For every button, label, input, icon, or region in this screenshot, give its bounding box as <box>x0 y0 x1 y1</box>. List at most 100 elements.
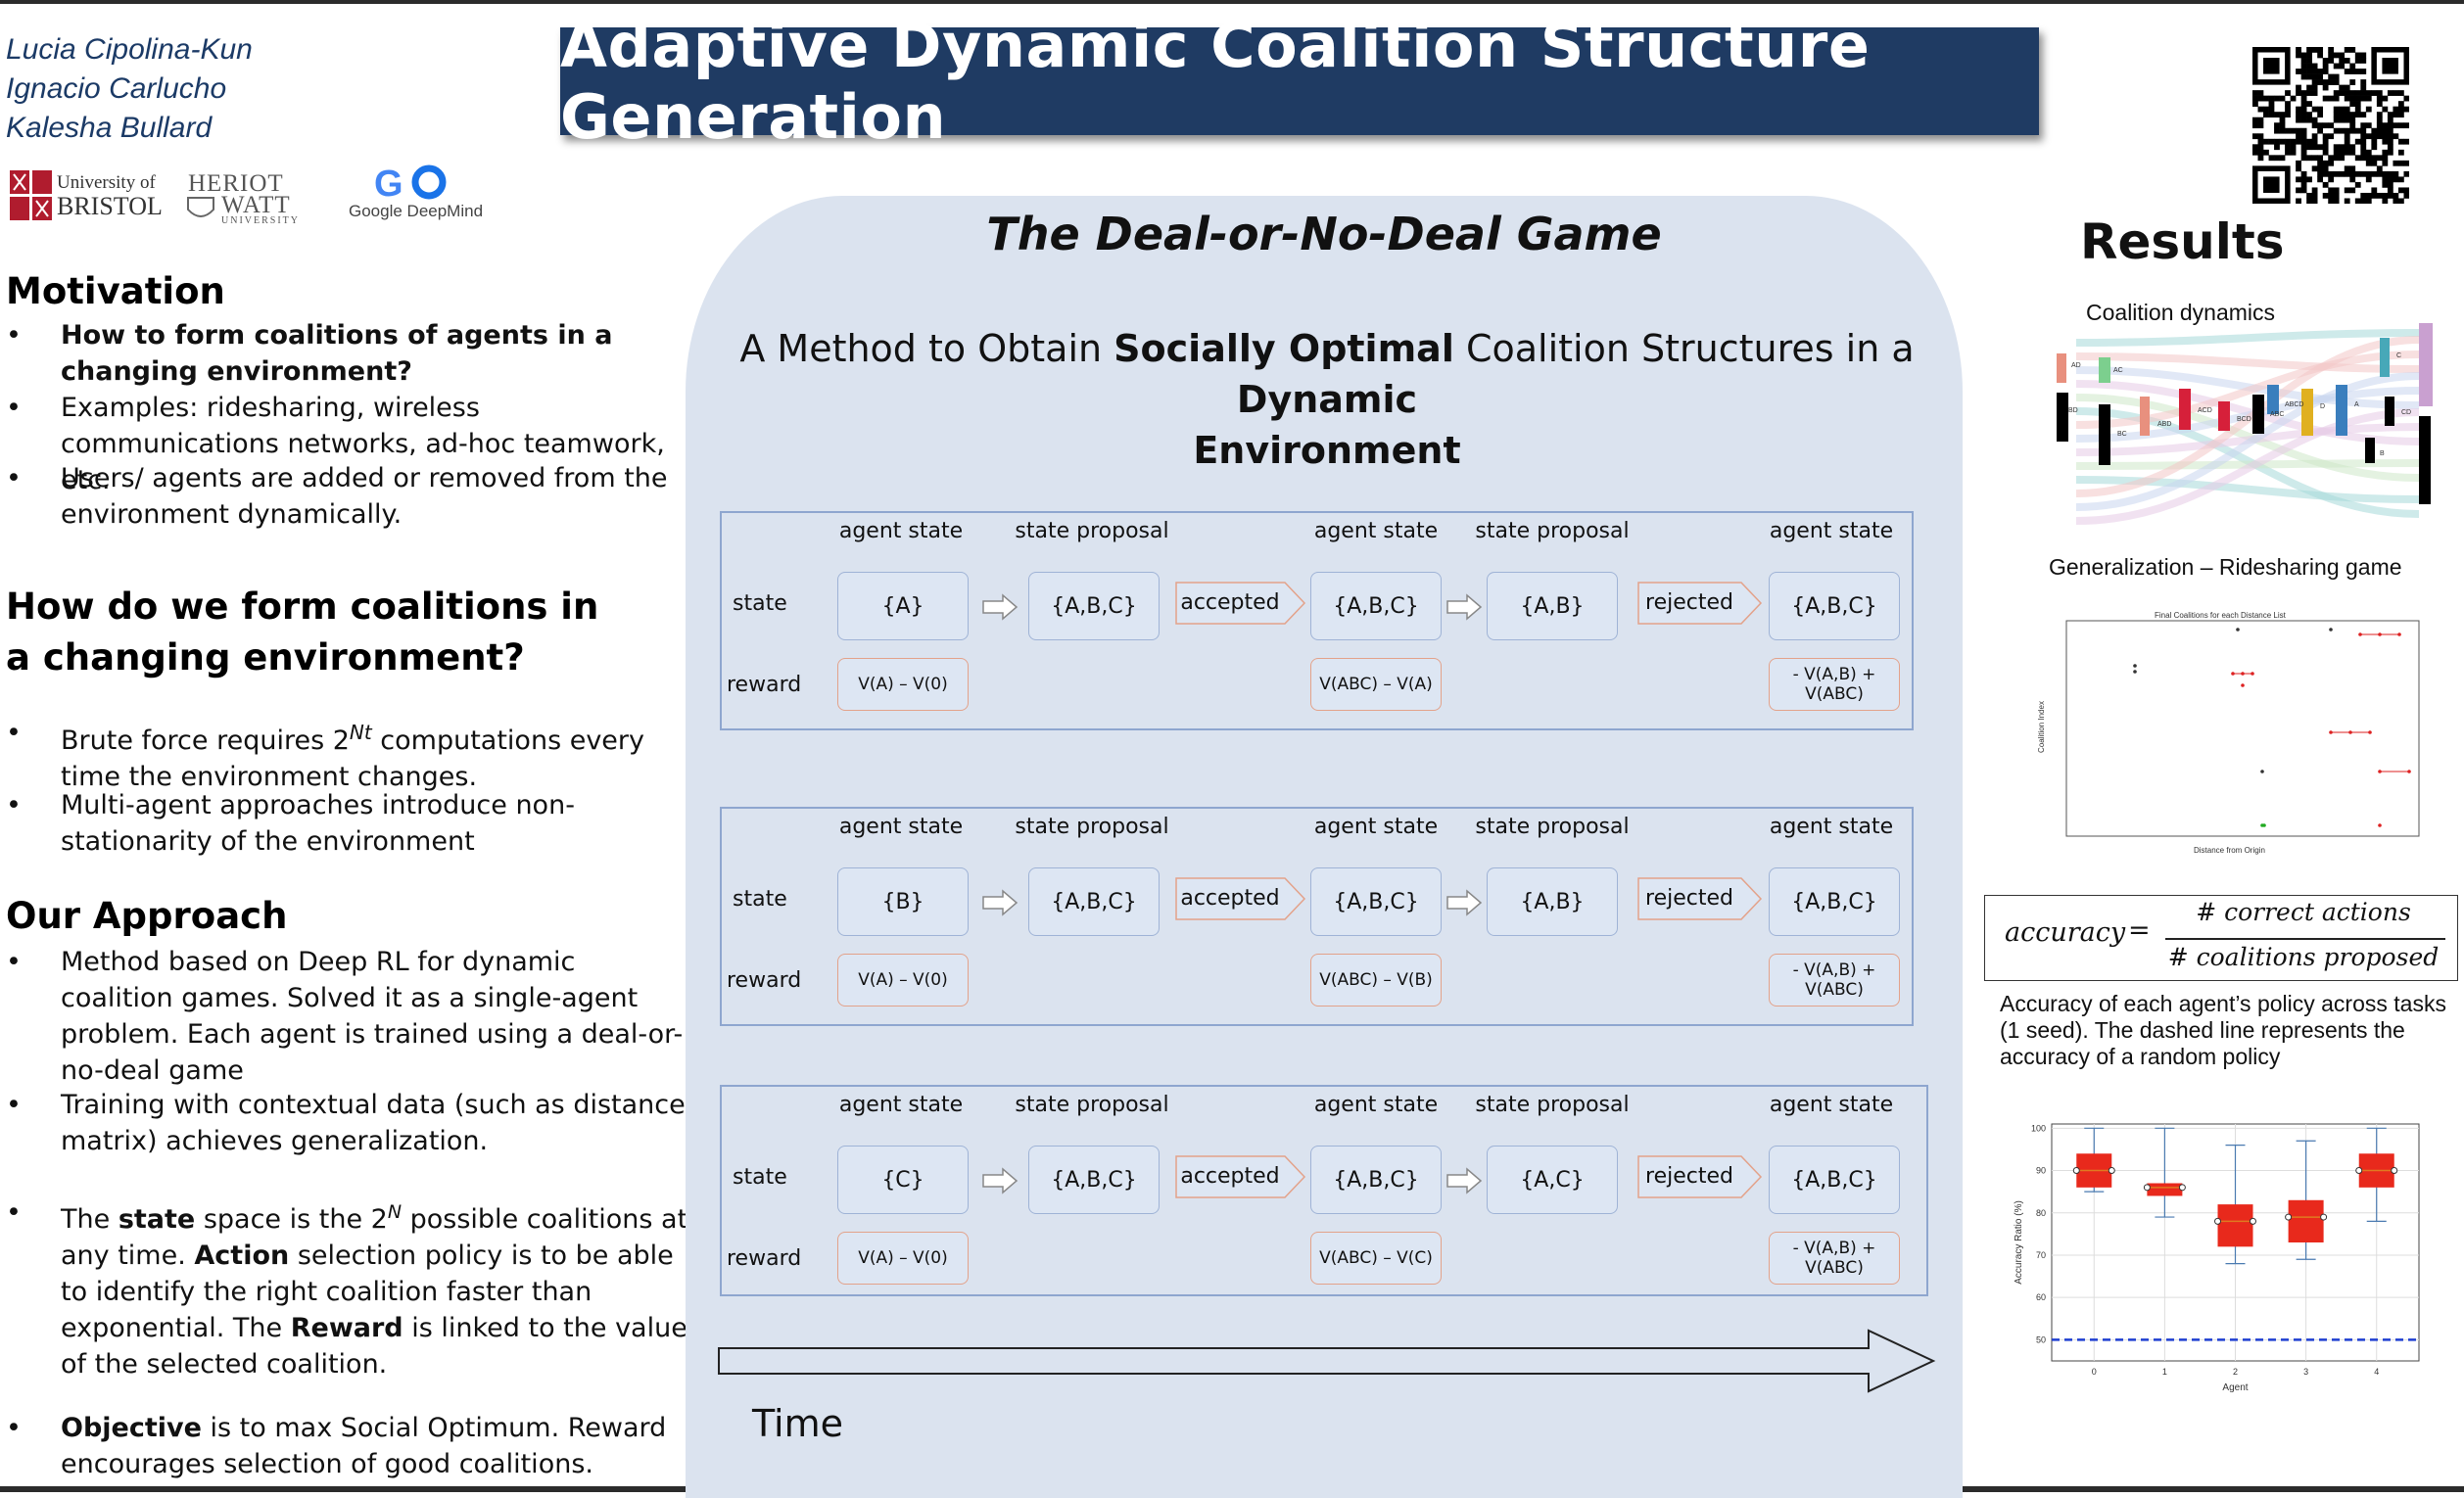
scatter-point <box>2329 628 2333 632</box>
game-heading: The Deal-or-No-Deal Game <box>986 208 1662 260</box>
sankey-label: A <box>2354 401 2359 408</box>
state-box: {A,B,C} <box>1310 867 1442 936</box>
time-label: Time <box>752 1402 843 1445</box>
state-box: {A,B} <box>1487 572 1618 640</box>
motivation-heading: Motivation <box>6 270 225 312</box>
approach-bullet-2: •Training with contextual data (such as … <box>6 1090 686 1156</box>
reward-box: V(ABC) – V(A) <box>1310 658 1442 711</box>
reward-box: V(A) – V(0) <box>837 1232 969 1285</box>
author-2: Ignacio Carlucho <box>6 72 227 105</box>
time-arrow <box>718 1329 1936 1393</box>
state-box: {A,B} <box>1487 867 1618 936</box>
col-label: agent state <box>1769 1093 1894 1117</box>
sankey-label: BCD <box>2237 416 2251 423</box>
col-label: state proposal <box>1015 519 1169 543</box>
approach-bullet-3: •The state space is the 2N possible coal… <box>6 1197 688 1380</box>
mean-marker <box>2250 1217 2256 1225</box>
sankey-label: BC <box>2117 431 2127 438</box>
bristol-logo: University of BRISTOL <box>10 168 163 223</box>
y-tick-label: 90 <box>2036 1166 2046 1176</box>
mean-marker <box>2214 1217 2221 1225</box>
mean-marker <box>2320 1213 2328 1221</box>
row-label-reward: reward <box>727 1246 802 1271</box>
col-label: agent state <box>838 815 964 839</box>
heriot-watt-logo: HERIOT WATT UNIVERSITY <box>187 170 300 226</box>
row-label-state: state <box>733 887 787 912</box>
reward-box: V(A) – V(0) <box>837 658 969 711</box>
sankey-label: C <box>2396 352 2401 359</box>
svg-text:G: G <box>374 164 403 202</box>
motivation-bullet-2: •Examples: ridesharing, wireless communi… <box>6 393 665 495</box>
sankey-label: B <box>2380 450 2385 457</box>
state-box: {A,B,C} <box>1028 1146 1160 1214</box>
mean-marker <box>2178 1184 2186 1192</box>
mean-marker <box>2108 1167 2115 1175</box>
qr-code[interactable] <box>2252 47 2410 205</box>
x-tick-label: 0 <box>2092 1367 2097 1377</box>
state-box: {A,B,C} <box>1028 572 1160 640</box>
rejected-tag: rejected <box>1637 877 1763 920</box>
scatter-point <box>2133 670 2137 674</box>
state-box: {A,B,C} <box>1028 867 1160 936</box>
mean-marker <box>2072 1167 2080 1175</box>
transition-arrow-icon <box>982 593 1019 621</box>
rejected-tag: rejected <box>1637 1155 1763 1198</box>
col-label: agent state <box>1313 1093 1439 1117</box>
sankey-label: AC <box>2113 367 2123 374</box>
reward-box: - V(A,B) + V(ABC) <box>1769 954 1900 1006</box>
box-agent-2 <box>2217 1204 2253 1247</box>
sankey-label: ACD <box>2198 407 2212 414</box>
mean-marker <box>2391 1167 2398 1175</box>
scatter-point <box>2262 823 2266 827</box>
transition-arrow-icon <box>1446 1167 1483 1194</box>
box-agent-3 <box>2288 1199 2324 1242</box>
accuracy-formula: accuracy = # correct actions # coalition… <box>1984 895 2458 981</box>
mean-marker <box>2143 1184 2151 1192</box>
row-label-state: state <box>733 1165 787 1190</box>
reward-box: V(ABC) – V(B) <box>1310 954 1442 1006</box>
row-label-reward: reward <box>727 968 802 993</box>
transition-arrow-icon <box>982 1167 1019 1194</box>
poster-title: Adaptive Dynamic Coalition Structure Gen… <box>560 10 1871 153</box>
state-box: {A,B,C} <box>1769 867 1900 936</box>
transition-arrow-icon <box>1446 889 1483 916</box>
state-box: {B} <box>837 867 969 936</box>
results-heading: Results <box>2080 213 2285 270</box>
motivation-bullet-1: •How to form coalitions of agents in a c… <box>6 320 613 387</box>
mean-marker <box>2355 1167 2363 1175</box>
sankey-label: CD <box>2401 409 2411 416</box>
state-box: {C} <box>837 1146 969 1214</box>
approach-bullet-1: • Method based on Deep RL for dynamic co… <box>6 947 684 1086</box>
sankey-diagram: ADACBDBCABDACDBCDABCABCDDABCCDAB <box>2057 323 2439 525</box>
y-axis-label: Accuracy Ratio (%) <box>2014 1200 2024 1285</box>
game-subtitle: A Method to Obtain Socially Optimal Coal… <box>739 327 1915 472</box>
y-tick-label: 80 <box>2036 1208 2046 1218</box>
x-tick-label: 4 <box>2374 1367 2379 1377</box>
sankey-title: Coalition dynamics <box>2086 300 2276 325</box>
how-bullet-2: •Multi-agent approaches introduce non-st… <box>6 790 575 857</box>
accuracy-caption: Accuracy of each agent’s policy across t… <box>2000 991 2446 1069</box>
x-tick-label: 2 <box>2233 1367 2238 1377</box>
sankey-label: AB <box>2438 323 2439 325</box>
state-box: {A,B,C} <box>1310 1146 1442 1214</box>
state-box: {A,B,C} <box>1769 1146 1900 1214</box>
motivation-bullet-3: •Users/ agents are added or removed from… <box>6 463 668 530</box>
x-tick-label: 3 <box>2303 1367 2308 1377</box>
y-tick-label: 60 <box>2036 1292 2046 1302</box>
y-tick-label: 50 <box>2036 1334 2046 1344</box>
y-tick-label: 70 <box>2036 1250 2046 1260</box>
generalization-title: Generalization – Ridesharing game <box>2049 554 2402 580</box>
x-axis-label: Agent <box>2222 1382 2248 1393</box>
scatter-point <box>2241 683 2245 687</box>
reward-box: - V(A,B) + V(ABC) <box>1769 658 1900 711</box>
col-label: state proposal <box>1015 815 1169 839</box>
approach-heading: Our Approach <box>6 895 288 937</box>
poster-title-bar: Adaptive Dynamic Coalition Structure Gen… <box>560 10 2039 153</box>
sankey-label: ABC <box>2270 411 2284 418</box>
how-bullet-1: •Brute force requires 2Nt computations e… <box>6 718 644 792</box>
accepted-tag: accepted <box>1175 877 1306 920</box>
rejected-tag: rejected <box>1637 582 1763 625</box>
col-label: agent state <box>838 519 964 543</box>
state-box: {A,B,C} <box>1310 572 1442 640</box>
